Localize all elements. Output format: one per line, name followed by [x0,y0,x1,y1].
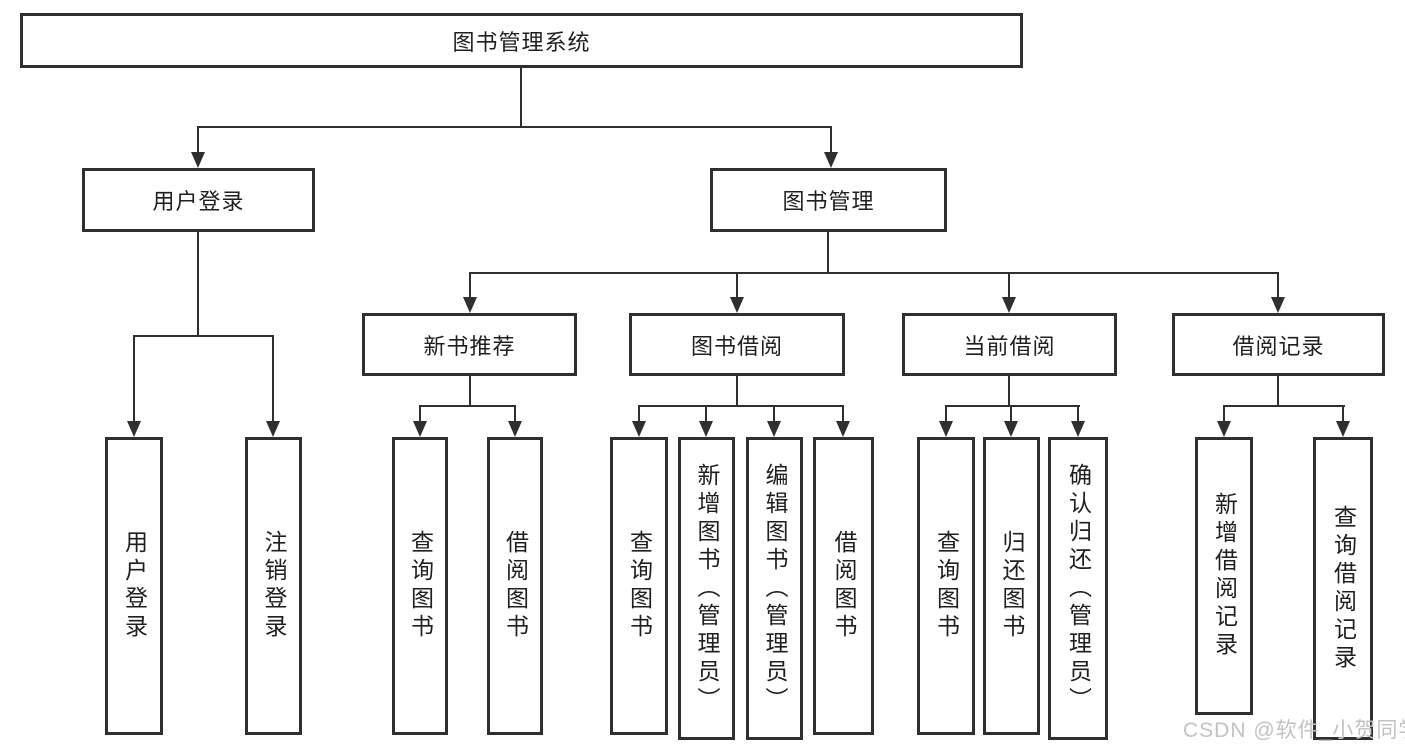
arrow-down-icon [824,152,838,168]
connector-line [736,272,738,301]
arrow-down-icon [1071,421,1085,437]
connector-line [1223,405,1225,425]
leaf-currentborrow-confirm: 确认归还（管理员） [1048,437,1108,740]
connector-line [638,405,640,425]
arrow-down-icon [127,421,141,437]
leaf-records-add: 新增借阅记录 [1195,437,1253,715]
connector-line [842,405,844,425]
connector-line [1077,405,1079,425]
node-user-login: 用户登录 [82,168,315,232]
arrow-down-icon [413,421,427,437]
arrow-down-icon [836,421,850,437]
arrow-down-icon [1336,421,1350,437]
leaf-currentborrow-query: 查询图书 [917,437,975,735]
arrow-down-icon [1271,297,1285,313]
connector-line [197,126,832,128]
node-book-mgmt: 图书管理 [710,168,947,232]
node-label: 注销登录 [261,530,287,642]
node-label: 查询借阅记录 [1330,504,1357,673]
connector-line [1008,374,1010,407]
connector-line [520,66,522,128]
node-label: 确认归还（管理员） [1065,462,1092,715]
arrow-down-icon [191,152,205,168]
connector-line [1008,272,1010,301]
connector-line [197,230,199,337]
node-label: 用户登录 [152,189,245,214]
arrow-down-icon [508,421,522,437]
leaf-currentborrow-return: 归还图书 [983,437,1040,735]
connector-line [736,374,738,407]
node-new-books: 新书推荐 [362,313,577,376]
node-label: 图书管理 [782,189,875,214]
node-label: 编辑图书（管理员） [762,462,788,715]
leaf-bookborrow-edit: 编辑图书（管理员） [746,437,803,740]
connector-line [133,335,274,337]
node-label: 归还图书 [999,530,1025,642]
node-label: 新增借阅记录 [1211,492,1238,660]
leaf-bookborrow-add: 新增图书（管理员） [678,437,735,740]
node-label: 借阅图书 [502,530,529,642]
leaf-user-login: 用户登录 [105,437,163,735]
node-label: 新增图书（管理员） [694,462,720,715]
connector-line [197,126,199,156]
arrow-down-icon [767,421,781,437]
connector-line [272,335,274,425]
connector-line [830,126,832,156]
node-label: 借阅记录 [1232,333,1325,359]
node-borrow-records: 借阅记录 [1172,313,1385,376]
connector-line [419,405,421,425]
arrow-down-icon [266,421,280,437]
node-label: 用户登录 [121,530,148,642]
leaf-bookborrow-borrow: 借阅图书 [813,437,874,735]
connector-line [1010,405,1012,425]
arrow-down-icon [939,421,953,437]
connector-line [133,335,135,425]
leaf-records-query: 查询借阅记录 [1313,437,1373,740]
leaf-logout: 注销登录 [245,437,302,735]
connector-line [469,272,1279,274]
node-label: 查询图书 [626,530,653,642]
arrow-down-icon [632,421,646,437]
connector-line [1223,405,1345,407]
node-label: 查询图书 [407,530,434,642]
node-label: 借阅图书 [831,530,857,642]
node-label: 图书借阅 [690,333,783,359]
leaf-bookborrow-query: 查询图书 [610,437,668,735]
connector-line [1277,374,1279,407]
arrow-down-icon [1217,421,1231,437]
connector-line [469,374,471,407]
arrow-down-icon [699,421,713,437]
node-label: 当前借阅 [963,333,1056,359]
leaf-newbook-borrow: 借阅图书 [487,437,543,735]
arrow-down-icon [1002,297,1016,313]
connector-line [827,230,829,274]
node-current-borrow: 当前借阅 [902,313,1117,376]
connector-line [945,405,947,425]
arrow-down-icon [1004,421,1018,437]
connector-line [514,405,516,425]
arrow-down-icon [463,297,477,313]
leaf-newbook-query: 查询图书 [392,437,448,735]
connector-line [638,405,844,407]
csdn-watermark: CSDN @软件_小贺同学 [1183,719,1405,742]
node-root: 图书管理系统 [20,13,1023,68]
node-label: 图书管理系统 [452,29,591,55]
connector-line [773,405,775,425]
connector-line [1277,272,1279,301]
node-label: 查询图书 [933,530,960,642]
connector-line [469,272,471,301]
connector-line [705,405,707,425]
connector-line [1342,405,1344,425]
connector-line [945,405,1080,407]
node-label: 新书推荐 [423,333,516,359]
arrow-down-icon [730,297,744,313]
connector-line [419,405,516,407]
node-book-borrow: 图书借阅 [629,313,845,376]
